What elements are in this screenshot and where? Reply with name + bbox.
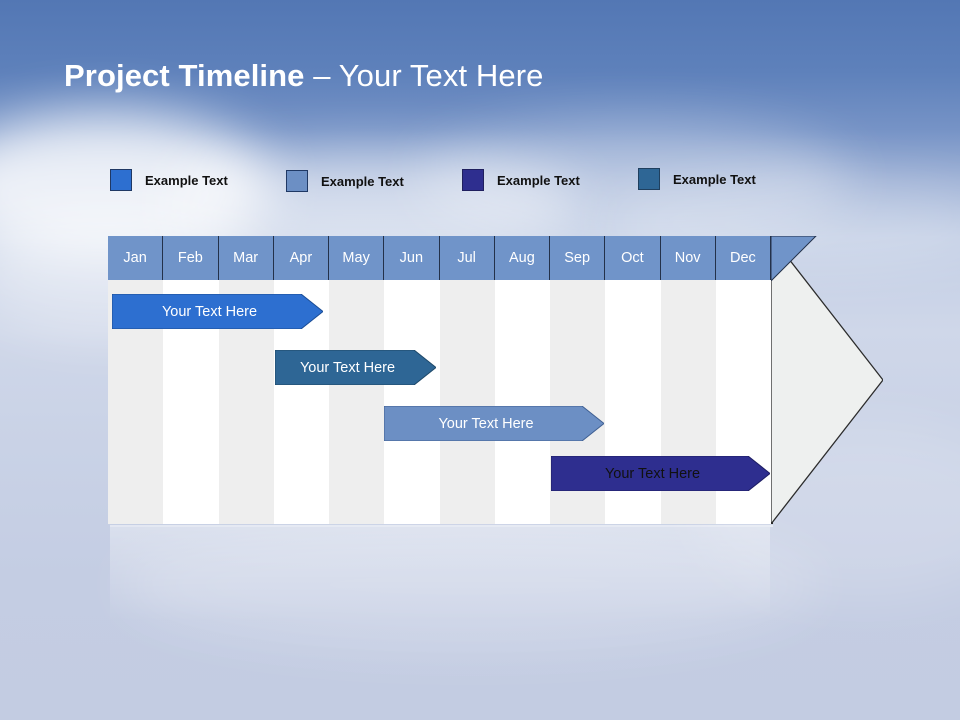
task-bar-label: Your Text Here [161, 303, 258, 320]
task-bar-1[interactable]: Your Text Here [112, 294, 323, 329]
month-header-jan[interactable]: Jan [108, 236, 164, 280]
task-bar-label: Your Text Here [604, 465, 701, 482]
legend-label: Example Text [321, 173, 404, 189]
timeline-arrow-head [771, 236, 883, 524]
legend-item-3[interactable]: Example Text [462, 169, 580, 191]
month-header-may[interactable]: May [329, 236, 385, 280]
month-header-nov[interactable]: Nov [660, 236, 716, 280]
month-header-oct[interactable]: Oct [605, 236, 661, 280]
month-header-feb[interactable]: Feb [163, 236, 219, 280]
month-header-jun[interactable]: Jun [384, 236, 440, 280]
legend-swatch-icon [286, 170, 308, 192]
legend-swatch-icon [638, 168, 660, 190]
legend-item-2[interactable]: Example Text [286, 170, 404, 192]
task-bar-4[interactable]: Your Text Here [551, 456, 770, 491]
month-header-sep[interactable]: Sep [550, 236, 606, 280]
page-title-light: – Your Text Here [304, 58, 544, 93]
task-bar-2[interactable]: Your Text Here [275, 350, 436, 385]
legend-swatch-icon [462, 169, 484, 191]
timeline-header-arrow-segment [770, 235, 883, 283]
legend-label: Example Text [497, 172, 580, 188]
task-bar-3[interactable]: Your Text Here [384, 406, 604, 441]
task-bar-shape [112, 294, 323, 329]
page-title: Project Timeline – Your Text Here [64, 58, 543, 94]
cloud-decoration [420, 120, 850, 240]
task-bar-label: Your Text Here [299, 359, 396, 376]
timeline-column-jun [384, 280, 440, 524]
task-bar-shape [275, 350, 436, 385]
task-bar-label: Your Text Here [438, 415, 534, 432]
legend-item-1[interactable]: Example Text [110, 169, 228, 191]
legend-label: Example Text [145, 172, 228, 188]
month-header-aug[interactable]: Aug [494, 236, 550, 280]
cloud-decoration [120, 520, 820, 650]
legend-label: Example Text [673, 171, 756, 187]
timeline-column-may [329, 280, 385, 524]
legend-item-4[interactable]: Example Text [638, 168, 756, 190]
timeline-column-jul [439, 280, 495, 524]
month-header-jul[interactable]: Jul [439, 236, 495, 280]
table-reflection-edge [110, 525, 773, 527]
task-bar-shape [551, 456, 770, 491]
task-bar-shape [384, 406, 604, 441]
month-header-mar[interactable]: Mar [218, 236, 274, 280]
month-header-dec[interactable]: Dec [715, 236, 771, 280]
month-header-apr[interactable]: Apr [273, 236, 329, 280]
timeline-column-aug [494, 280, 550, 524]
page-title-strong: Project Timeline [64, 58, 305, 93]
legend-swatch-icon [110, 169, 132, 191]
